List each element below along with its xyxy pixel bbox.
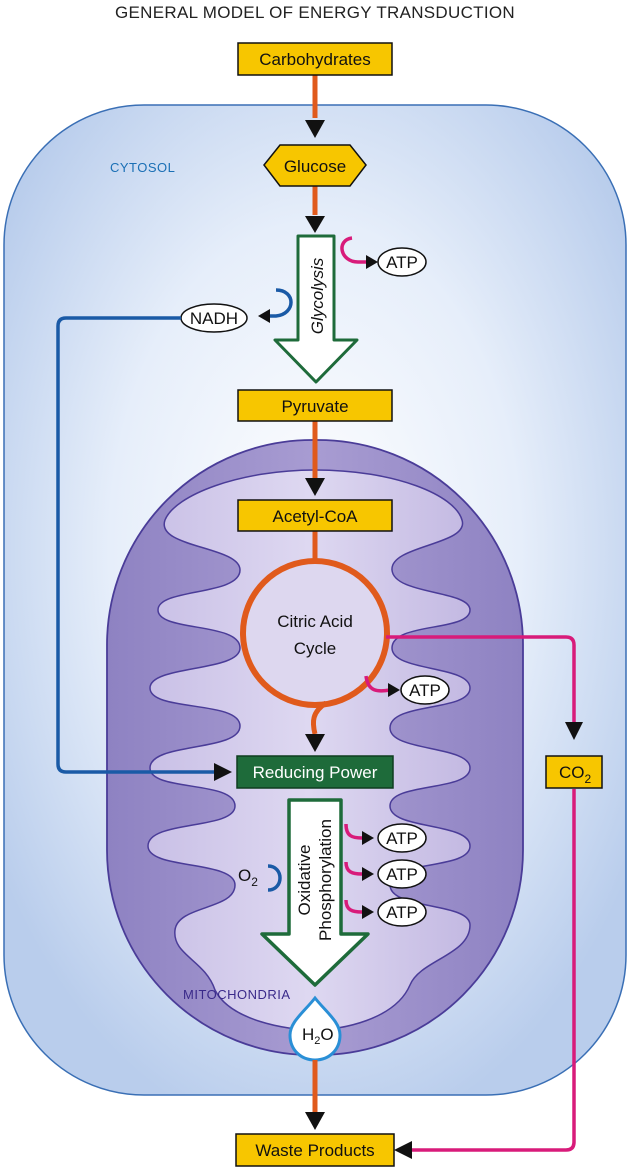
h2o-label: H2O <box>302 1025 334 1047</box>
atp-oxphos-1-label: ATP <box>386 829 418 848</box>
citric-acid-cycle <box>240 558 390 708</box>
arrowhead-co2 <box>565 722 583 740</box>
acetyl-coa-box <box>237 499 393 532</box>
co2-box <box>545 755 603 789</box>
co2-label: CO2 <box>559 763 592 786</box>
carbohydrates-label: Carbohydrates <box>259 50 371 69</box>
arrow-cycle-reducing-power <box>310 700 328 735</box>
oxphos-atp1-curve <box>344 823 363 840</box>
glycolysis-arrow <box>273 234 359 384</box>
co2-waste-line <box>412 789 576 1152</box>
arrowhead-oxphos-atp1 <box>362 831 374 845</box>
cycle-co2-line <box>386 635 576 722</box>
atp-glycolysis <box>377 247 427 277</box>
arrowhead-reducing-power-left <box>214 763 232 781</box>
nadh-label: NADH <box>190 309 238 328</box>
atp-cycle <box>400 675 450 705</box>
co2-main: CO <box>559 763 585 782</box>
cytosol-label: CYTOSOL <box>110 160 175 175</box>
h2o-sub: 2 <box>314 1035 320 1047</box>
glucose-hexagon <box>263 144 367 187</box>
reducing-power-box <box>236 755 394 789</box>
arrowhead-reducing-power <box>305 734 325 752</box>
h2o-o: O <box>320 1025 333 1044</box>
atp-oxphos-1 <box>377 823 427 853</box>
waste-products-label: Waste Products <box>255 1141 374 1160</box>
arrowhead-glucose <box>305 120 325 138</box>
atp-cycle-label: ATP <box>409 681 441 700</box>
arrowhead-atp-cycle <box>388 683 400 697</box>
arrowhead-acetyl <box>305 478 325 496</box>
citric-acid-cycle-line1: Citric Acid <box>277 612 353 631</box>
o2-curve <box>267 864 282 892</box>
o2-label: O2 <box>238 866 258 889</box>
mitochondria-label: MITOCHONDRIA <box>183 987 291 1002</box>
atp-oxphos-2-label: ATP <box>386 865 418 884</box>
glycolysis-nadh-curve <box>268 288 293 318</box>
carbohydrates-box <box>237 42 393 76</box>
cycle-atp-curve <box>364 675 391 693</box>
arrowhead-waste <box>305 1112 325 1130</box>
nadh-to-reducing-power-line <box>56 316 214 774</box>
diagram-title: GENERAL MODEL OF ENERGY TRANSDUCTION <box>115 3 515 22</box>
oxidative-line2: Phosphorylation <box>316 819 335 941</box>
arrowhead-glycolysis <box>305 216 325 233</box>
arrowhead-oxphos-atp3 <box>362 905 374 919</box>
arrowhead-waste-right <box>394 1141 412 1159</box>
glycolysis-label: Glycolysis <box>308 257 327 334</box>
citric-acid-cycle-line2: Cycle <box>294 639 337 658</box>
acetyl-coa-label: Acetyl-CoA <box>272 507 358 526</box>
glycolysis-atp-curve <box>340 236 368 264</box>
atp-glycolysis-label: ATP <box>386 253 418 272</box>
arrowhead-nadh <box>258 309 270 323</box>
reducing-power-label: Reducing Power <box>253 763 378 782</box>
waste-products-box <box>235 1133 395 1167</box>
glucose-label: Glucose <box>284 157 346 176</box>
atp-oxphos-2 <box>377 859 427 889</box>
h2o-h: H <box>302 1025 314 1044</box>
oxphos-atp3-curve <box>344 899 363 914</box>
oxphos-atp2-curve <box>344 861 363 876</box>
arrowhead-atp-glycolysis <box>366 255 378 269</box>
pyruvate-box <box>237 389 393 422</box>
arrowhead-oxphos-atp2 <box>362 867 374 881</box>
co2-sub: 2 <box>585 772 592 786</box>
atp-oxphos-3 <box>377 897 427 927</box>
atp-oxphos-3-label: ATP <box>386 903 418 922</box>
oxidative-line1: Oxidative <box>295 845 314 916</box>
oxidative-phosphorylation-arrow <box>260 798 370 987</box>
o2-main: O <box>238 866 251 885</box>
o2-sub: 2 <box>251 875 258 889</box>
pyruvate-label: Pyruvate <box>281 397 348 416</box>
